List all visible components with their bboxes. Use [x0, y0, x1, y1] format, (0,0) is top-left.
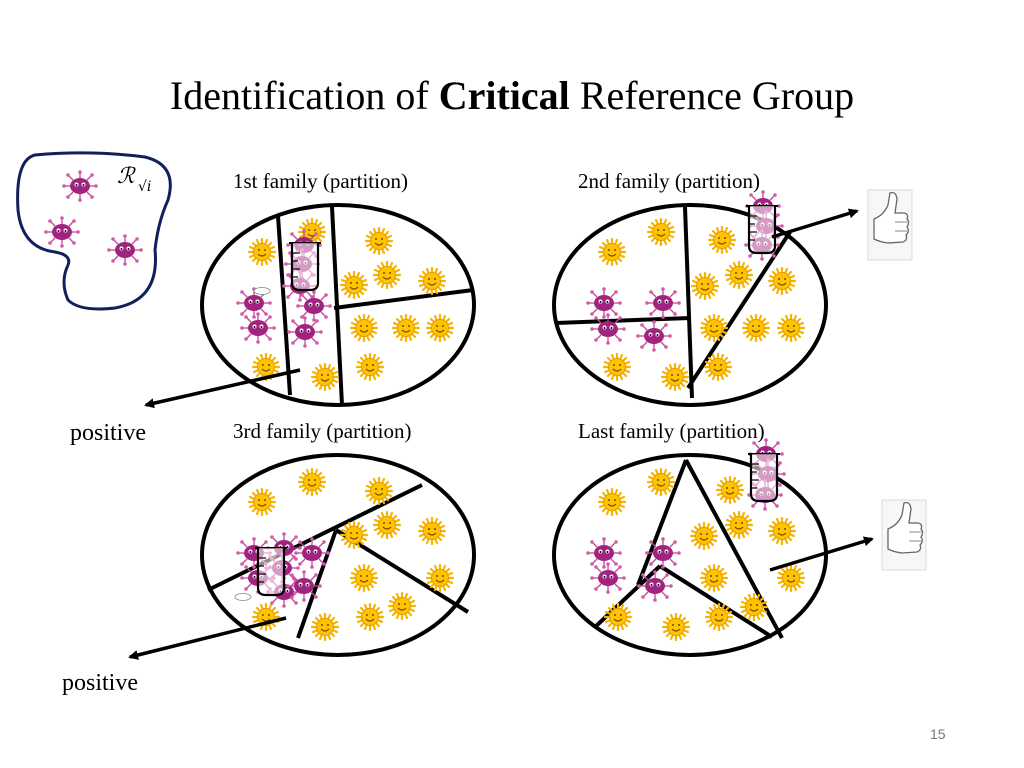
normal-item-icon [776, 563, 806, 593]
normal-item-icon [297, 467, 327, 497]
normal-item-icon [417, 516, 447, 546]
partition-1st [144, 203, 476, 409]
virus-icon [644, 536, 682, 570]
virus-icon [636, 569, 674, 603]
virus-icon [585, 536, 623, 570]
normal-item-icon [372, 510, 402, 540]
normal-item-icon [247, 237, 277, 267]
normal-item-icon [707, 225, 737, 255]
reference-set-subscript: √i [138, 179, 151, 195]
title-prefix: Identification of [169, 73, 439, 118]
normal-item-icon [355, 352, 385, 382]
test-beaker-icon [253, 546, 289, 597]
normal-item-icon [372, 260, 402, 290]
normal-item-icon [704, 602, 734, 632]
normal-item-icon [364, 476, 394, 506]
virus-icon [635, 319, 673, 353]
partition-last [552, 437, 927, 657]
result-arrow [144, 368, 301, 409]
normal-item-icon [724, 260, 754, 290]
normal-item-icon [339, 520, 369, 550]
normal-item-icon [767, 266, 797, 296]
positive-label-2: positive [62, 670, 138, 696]
normal-item-icon [715, 475, 745, 505]
normal-item-icon [646, 217, 676, 247]
normal-item-icon [776, 313, 806, 343]
partition-ellipse [200, 203, 476, 407]
reference-set-outline [16, 151, 172, 311]
normal-item-icon [391, 313, 421, 343]
thumbs-up-icon [881, 499, 927, 571]
reference-set-blob: ℛ √i [16, 151, 172, 311]
normal-item-icon [349, 313, 379, 343]
normal-item-icon [699, 563, 729, 593]
virus-icon [43, 215, 81, 249]
virus-icon [61, 169, 99, 203]
normal-item-icon [646, 467, 676, 497]
normal-item-icon [310, 612, 340, 642]
slide-title: Identification of Critical Reference Gro… [0, 72, 1024, 119]
virus-icon [286, 315, 324, 349]
partition-ellipse [200, 453, 476, 657]
normal-item-icon [767, 516, 797, 546]
title-suffix: Reference Group [569, 73, 855, 118]
positive-label-1: positive [70, 420, 146, 446]
normal-item-icon [310, 362, 340, 392]
normal-item-icon [247, 487, 277, 517]
page-number: 15 [930, 726, 946, 742]
thumbs-up-icon [867, 189, 913, 261]
normal-item-icon [739, 592, 769, 622]
result-arrow [769, 536, 874, 572]
partition-ellipse [552, 203, 828, 407]
test-beaker-icon [287, 241, 323, 292]
normal-item-icon [387, 591, 417, 621]
normal-item-icon [425, 563, 455, 593]
normal-item-icon [660, 362, 690, 392]
normal-item-icon [349, 563, 379, 593]
reference-set-symbol: ℛ [117, 164, 136, 189]
virus-icon [106, 233, 144, 267]
normal-item-icon [661, 612, 691, 642]
normal-item-icon [689, 521, 719, 551]
virus-icon [585, 286, 623, 320]
virus-icon [589, 312, 627, 346]
normal-item-icon [602, 352, 632, 382]
normal-item-icon [690, 271, 720, 301]
test-beaker-icon [744, 204, 780, 255]
virus-icon [589, 561, 627, 595]
normal-item-icon [603, 602, 633, 632]
virus-icon [644, 286, 682, 320]
family-label-3rd: 3rd family (partition) [233, 419, 412, 443]
virus-icon [239, 311, 277, 345]
normal-item-icon [339, 270, 369, 300]
family-label-2nd: 2nd family (partition) [578, 169, 760, 193]
result-arrow [771, 208, 859, 239]
virus-icon [293, 536, 331, 570]
normal-item-icon [425, 313, 455, 343]
partition-2nd [552, 189, 913, 407]
normal-item-icon [597, 237, 627, 267]
family-label-1st: 1st family (partition) [233, 169, 408, 193]
normal-item-icon [724, 510, 754, 540]
normal-item-icon [355, 602, 385, 632]
normal-item-icon [417, 266, 447, 296]
normal-item-icon [703, 352, 733, 382]
partition-3rd [128, 453, 476, 660]
normal-item-icon [741, 313, 771, 343]
normal-item-icon [699, 313, 729, 343]
family-label-last: Last family (partition) [578, 419, 765, 443]
virus-icon [295, 289, 333, 323]
virus-icon [285, 569, 323, 603]
normal-item-icon [597, 487, 627, 517]
test-beaker-icon [746, 452, 782, 503]
partition-ellipse [552, 453, 828, 657]
normal-item-icon [364, 226, 394, 256]
title-emphasis: Critical [438, 73, 570, 118]
result-arrow [128, 616, 287, 660]
